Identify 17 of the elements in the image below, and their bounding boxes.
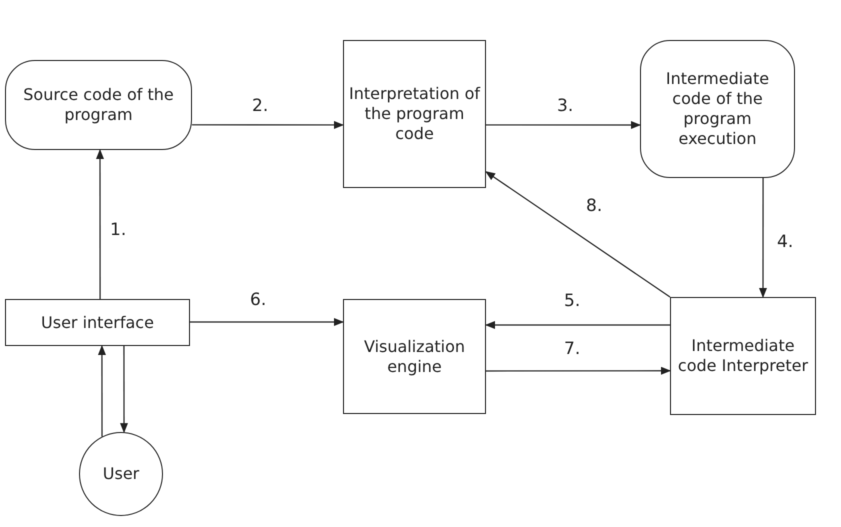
rounded-box: Intermediate code of the program execution bbox=[640, 40, 795, 178]
arrow bbox=[120, 346, 128, 434]
arrow bbox=[190, 318, 344, 326]
arrow bbox=[759, 178, 767, 298]
process-box: Visualization engine bbox=[343, 299, 486, 414]
arrow bbox=[485, 171, 670, 298]
arrow bbox=[98, 345, 106, 437]
process-box: Interpretation of the program code bbox=[343, 40, 486, 188]
arrow bbox=[192, 120, 344, 129]
rounded-box: Source code of the program bbox=[5, 60, 192, 150]
arrow bbox=[486, 366, 671, 375]
user-circle: User bbox=[79, 432, 163, 516]
arrow bbox=[486, 121, 641, 129]
process-box: Intermediate code Interpreter bbox=[670, 297, 816, 415]
arrow bbox=[96, 149, 104, 299]
process-box: User interface bbox=[5, 299, 190, 346]
arrow bbox=[485, 321, 670, 329]
